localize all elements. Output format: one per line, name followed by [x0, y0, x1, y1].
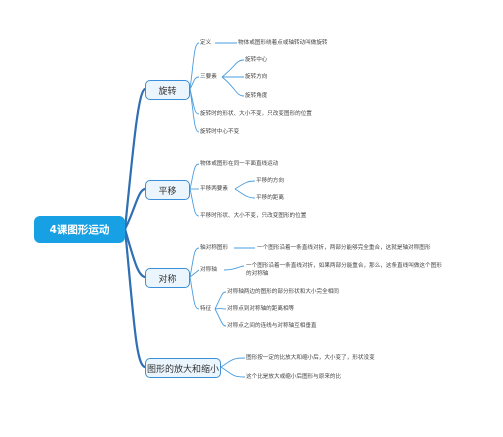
rotate-item-angle[interactable]: 旋转角度 [245, 93, 268, 99]
link-root-rotate [123, 87, 147, 231]
scale-note-1[interactable]: 图形按一定的比放大和缩小后，大小变了，形状没变 [246, 355, 375, 361]
translate-item-direction[interactable]: 平移的方向 [256, 178, 284, 184]
rotate-shape-note[interactable]: 旋转时的形状、大小不变，只改变图形的位置 [200, 111, 312, 117]
translate-two-key[interactable]: 平移两要素 [200, 186, 228, 192]
symmetry-feature-3[interactable]: 对称点之间的连线与对称轴互相垂直 [227, 323, 317, 329]
rotate-center-note[interactable]: 旋转时中心不变 [200, 129, 240, 135]
symmetry-fig-text[interactable]: 一个图形沿着一条直线对折，两部分能够完全重合，这就是轴对称图形 [257, 245, 431, 251]
rotate-three-key[interactable]: 三要素 [200, 74, 217, 80]
branch-scale[interactable]: 图形的放大和缩小 [145, 358, 221, 378]
branch-rotate[interactable]: 旋转 [145, 80, 190, 100]
symmetry-feature-key[interactable]: 特征 [200, 306, 212, 312]
rotate-def-text[interactable]: 物体或图形绕着点或轴转动叫做旋转 [238, 40, 328, 46]
rotate-item-center[interactable]: 旋转中心 [245, 57, 268, 63]
branch-translate[interactable]: 平移 [145, 180, 190, 200]
symmetry-feature-1[interactable]: 对称轴两边的图形的部分形状和大小完全相同 [227, 289, 339, 295]
rotate-def-key[interactable]: 定义 [200, 40, 212, 46]
symmetry-fig-key[interactable]: 轴对称图形 [200, 245, 228, 251]
translate-def-text[interactable]: 物体或图形在同一平面直线运动 [200, 161, 279, 167]
link-root-translate [123, 187, 147, 231]
symmetry-axis-text-line2[interactable]: 的对称轴 [246, 271, 269, 277]
translate-shape-note[interactable]: 平移时形状、大小不变，只改变图形的位置 [200, 213, 307, 219]
root-topic[interactable]: 4课图形运动 [34, 216, 125, 243]
symmetry-axis-text-line1[interactable]: 一个图形沿着一条直线对折，如果两部分能重合，那么，这条直线叫做这个图形 [246, 263, 442, 269]
link-root-symmetry [123, 227, 147, 279]
scale-note-2[interactable]: 这个比是放大或缩小后图形与原来的比 [246, 374, 342, 380]
link-root-scale [123, 227, 147, 369]
branch-symmetry[interactable]: 对称 [145, 268, 190, 288]
symmetry-feature-2[interactable]: 对称点到对称轴的距离相等 [227, 306, 295, 312]
symmetry-axis-key[interactable]: 对称轴 [200, 267, 217, 273]
rotate-item-direction[interactable]: 旋转方向 [245, 74, 268, 80]
translate-item-distance[interactable]: 平移的距离 [256, 195, 284, 201]
